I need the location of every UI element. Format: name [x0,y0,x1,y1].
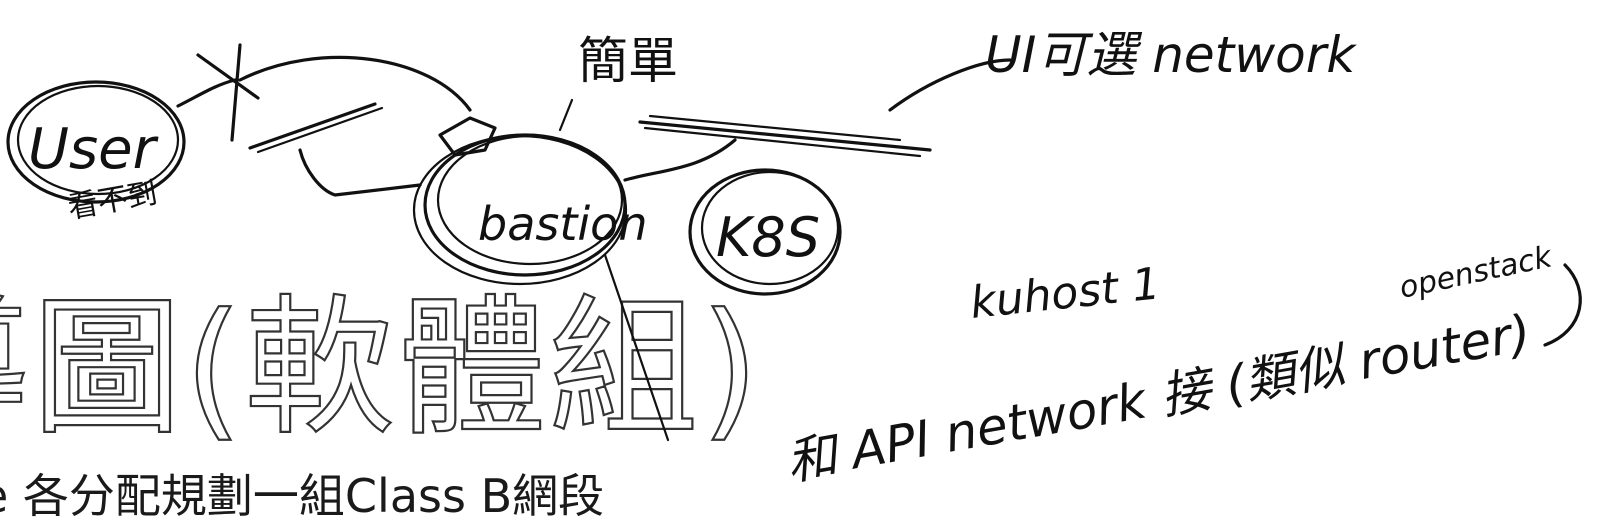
bastion-node: bastion [412,116,647,286]
user-note: 看不到 [65,176,160,226]
bastion-to-k8s-wire [623,138,737,182]
simple-pointer [558,98,574,132]
slide-subtitle: e 各分配規劃一組Class B網段 [0,469,604,520]
left-network-bar [248,102,377,150]
ui-network-label: UI可選 network [985,26,1357,84]
user-to-bastion-arc [238,55,472,112]
user-label: User [28,117,159,182]
k8s-node: K8S [688,168,842,296]
blocked-x-mark [196,43,260,142]
k8s-label: K8S [716,206,820,269]
bastion-label: bastion [478,197,647,251]
user-node: User [6,80,186,204]
api-network-label: 和 API network 接 (類似 router) [782,304,1535,492]
kuhost-label: kuhost 1 [968,258,1163,329]
left-wire [298,148,422,197]
simple-label: 簡單 [578,32,678,90]
bastion-to-api-line [603,253,670,442]
user-link-line [176,78,237,108]
bastion-top-knot [438,116,497,157]
openstack-label: openstack [1396,239,1556,306]
slide-title: 導圖(軟體組) [0,282,761,456]
right-network-bar [638,120,932,152]
ui-network-pointer [888,58,1012,112]
user-circle-inner [16,84,180,196]
k8s-circle [688,168,842,296]
api-network-bracket [1543,263,1582,347]
user-circle [6,80,186,204]
